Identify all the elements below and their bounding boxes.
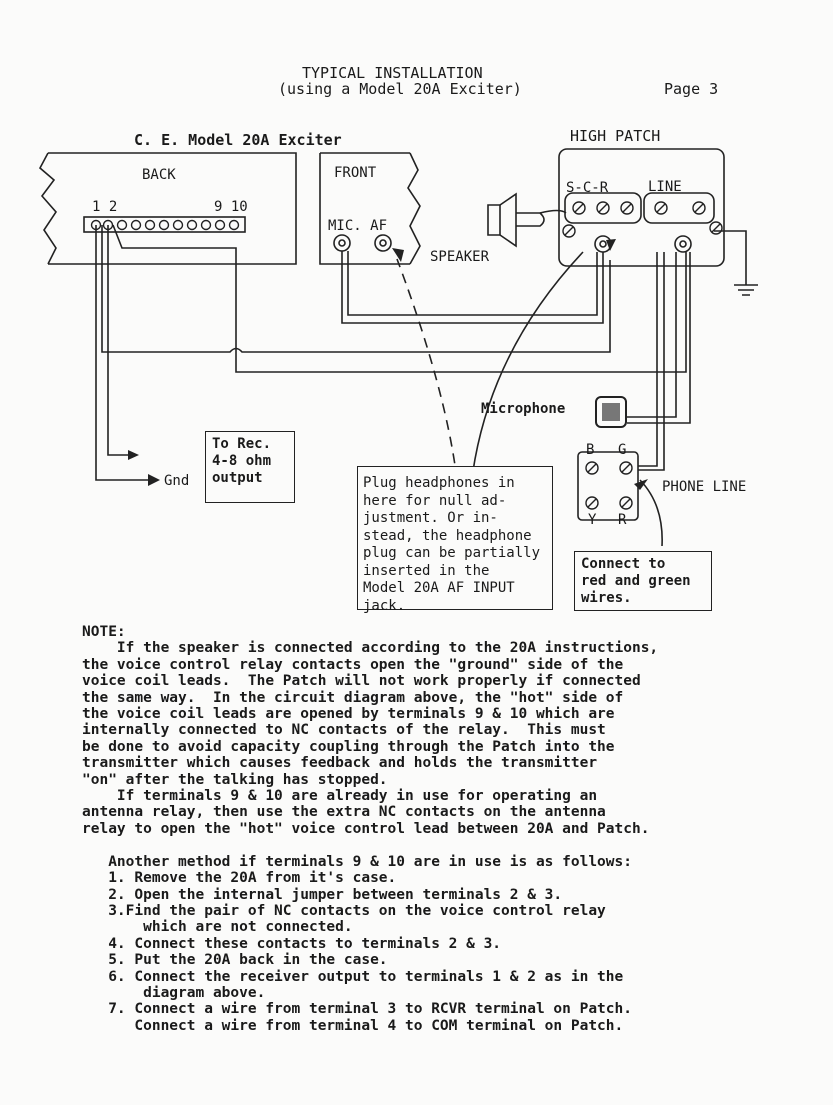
headphone-note-line: inserted in the [363,562,490,579]
headphone-note-line: plug can be partially [363,545,541,561]
title-line-1: TYPICAL INSTALLATION [302,64,483,82]
note-line: Another method if terminals 9 & 10 are i… [82,853,632,870]
note-line: transmitter which causes feedback and ho… [82,755,598,772]
note-line: 1. Remove the 20A from it's case. [82,870,397,887]
wire-note-line: red and green [581,573,691,589]
line-label: LINE [648,179,682,195]
note-line: 3.Find the pair of NC contacts on the vo… [82,902,606,919]
note-section: NOTE: If the speaker is connected accord… [82,624,658,1034]
high-patch-outline [558,148,725,267]
note-line: 7. Connect a wire from terminal 3 to RCV… [82,1001,632,1018]
scr-label: S-C-R [566,180,609,196]
wire-note-line: wires. [581,590,632,606]
y-label: Y [588,512,597,528]
note-line: voice coil leads. The Patch will not wor… [82,673,641,690]
headphone-note-box: Plug headphones in here for null ad- jus… [357,466,553,614]
wiring-diagram: C. E. Model 20A Exciter BACK FRONT 1 2 9… [38,127,758,547]
note-line: If the speaker is connected according to… [82,640,659,657]
note-line: antenna relay, then use the extra NC con… [82,804,606,821]
title-line-2: (using a Model 20A Exciter) [278,80,522,98]
headphone-note-line: jack. [363,597,406,614]
note-line: 2. Open the internal jumper between term… [82,886,563,903]
headphone-note-line: Model 20A AF INPUT [363,580,515,596]
back-panel-break [38,152,58,265]
note-line: be done to avoid capacity coupling throu… [82,738,615,755]
terminal-strip [83,216,246,233]
rec-box-line: To Rec. [212,436,272,452]
terminal-left-label: 1 2 [92,199,117,215]
headphone-note-line: Plug headphones in [363,475,515,491]
note-line: Connect a wire from terminal 4 to COM te… [82,1017,624,1034]
terminal-right-label: 9 10 [214,199,248,215]
note-line: the voice control relay contacts open th… [82,656,624,673]
note-line: 4. Connect these contacts to terminals 2… [82,935,502,952]
rec-box-line: output [212,470,263,486]
note-line: "on" after the talking has stopped. [82,771,388,788]
note-line: 5. Put the 20A back in the case. [82,952,388,969]
mic-af-label: MIC. AF [328,218,387,234]
microphone-label: Microphone [481,401,565,417]
b-label: B [586,442,594,458]
note-line: relay to open the "hot" voice control le… [82,820,650,837]
gnd-label: Gnd [164,473,189,489]
note-line: diagram above. [82,984,266,1001]
headphone-note-line: here for null ad- [363,492,507,509]
front-panel-break [407,152,421,265]
note-line: the voice coil leads are opened by termi… [82,706,615,723]
page-number: Page 3 [664,80,719,98]
wire-note-line: Connect to [581,556,666,572]
high-patch-label: HIGH PATCH [570,127,660,145]
back-label: BACK [142,167,176,183]
note-line: the same way. In the circuit diagram abo… [82,689,624,706]
back-panel-outline [48,152,297,265]
headphone-note-line: stead, the headphone [363,527,532,544]
front-label: FRONT [334,165,377,181]
note-heading: NOTE: [82,624,126,640]
note-line: If terminals 9 & 10 are already in use f… [82,788,598,805]
front-panel-outline [319,152,410,265]
note-line: 6. Connect the receiver output to termin… [82,968,624,985]
exciter-label: C. E. Model 20A Exciter [134,131,342,149]
speaker-label: SPEAKER [430,249,490,265]
note-line: which are not connected. [82,919,353,936]
rec-box-line: 4-8 ohm [212,453,272,469]
headphone-note-line: justment. Or in- [363,510,498,526]
phone-line-label: PHONE LINE [662,479,746,495]
microphone-icon [595,396,627,428]
r-label: R [618,512,627,528]
connect-wires-note-box: Connect to red and green wires. [574,551,712,611]
receiver-output-box: To Rec. 4-8 ohm output [205,431,295,503]
note-line: internally connected to NC contacts of t… [82,722,606,739]
note-line [82,837,658,853]
g-label: G [618,442,626,458]
